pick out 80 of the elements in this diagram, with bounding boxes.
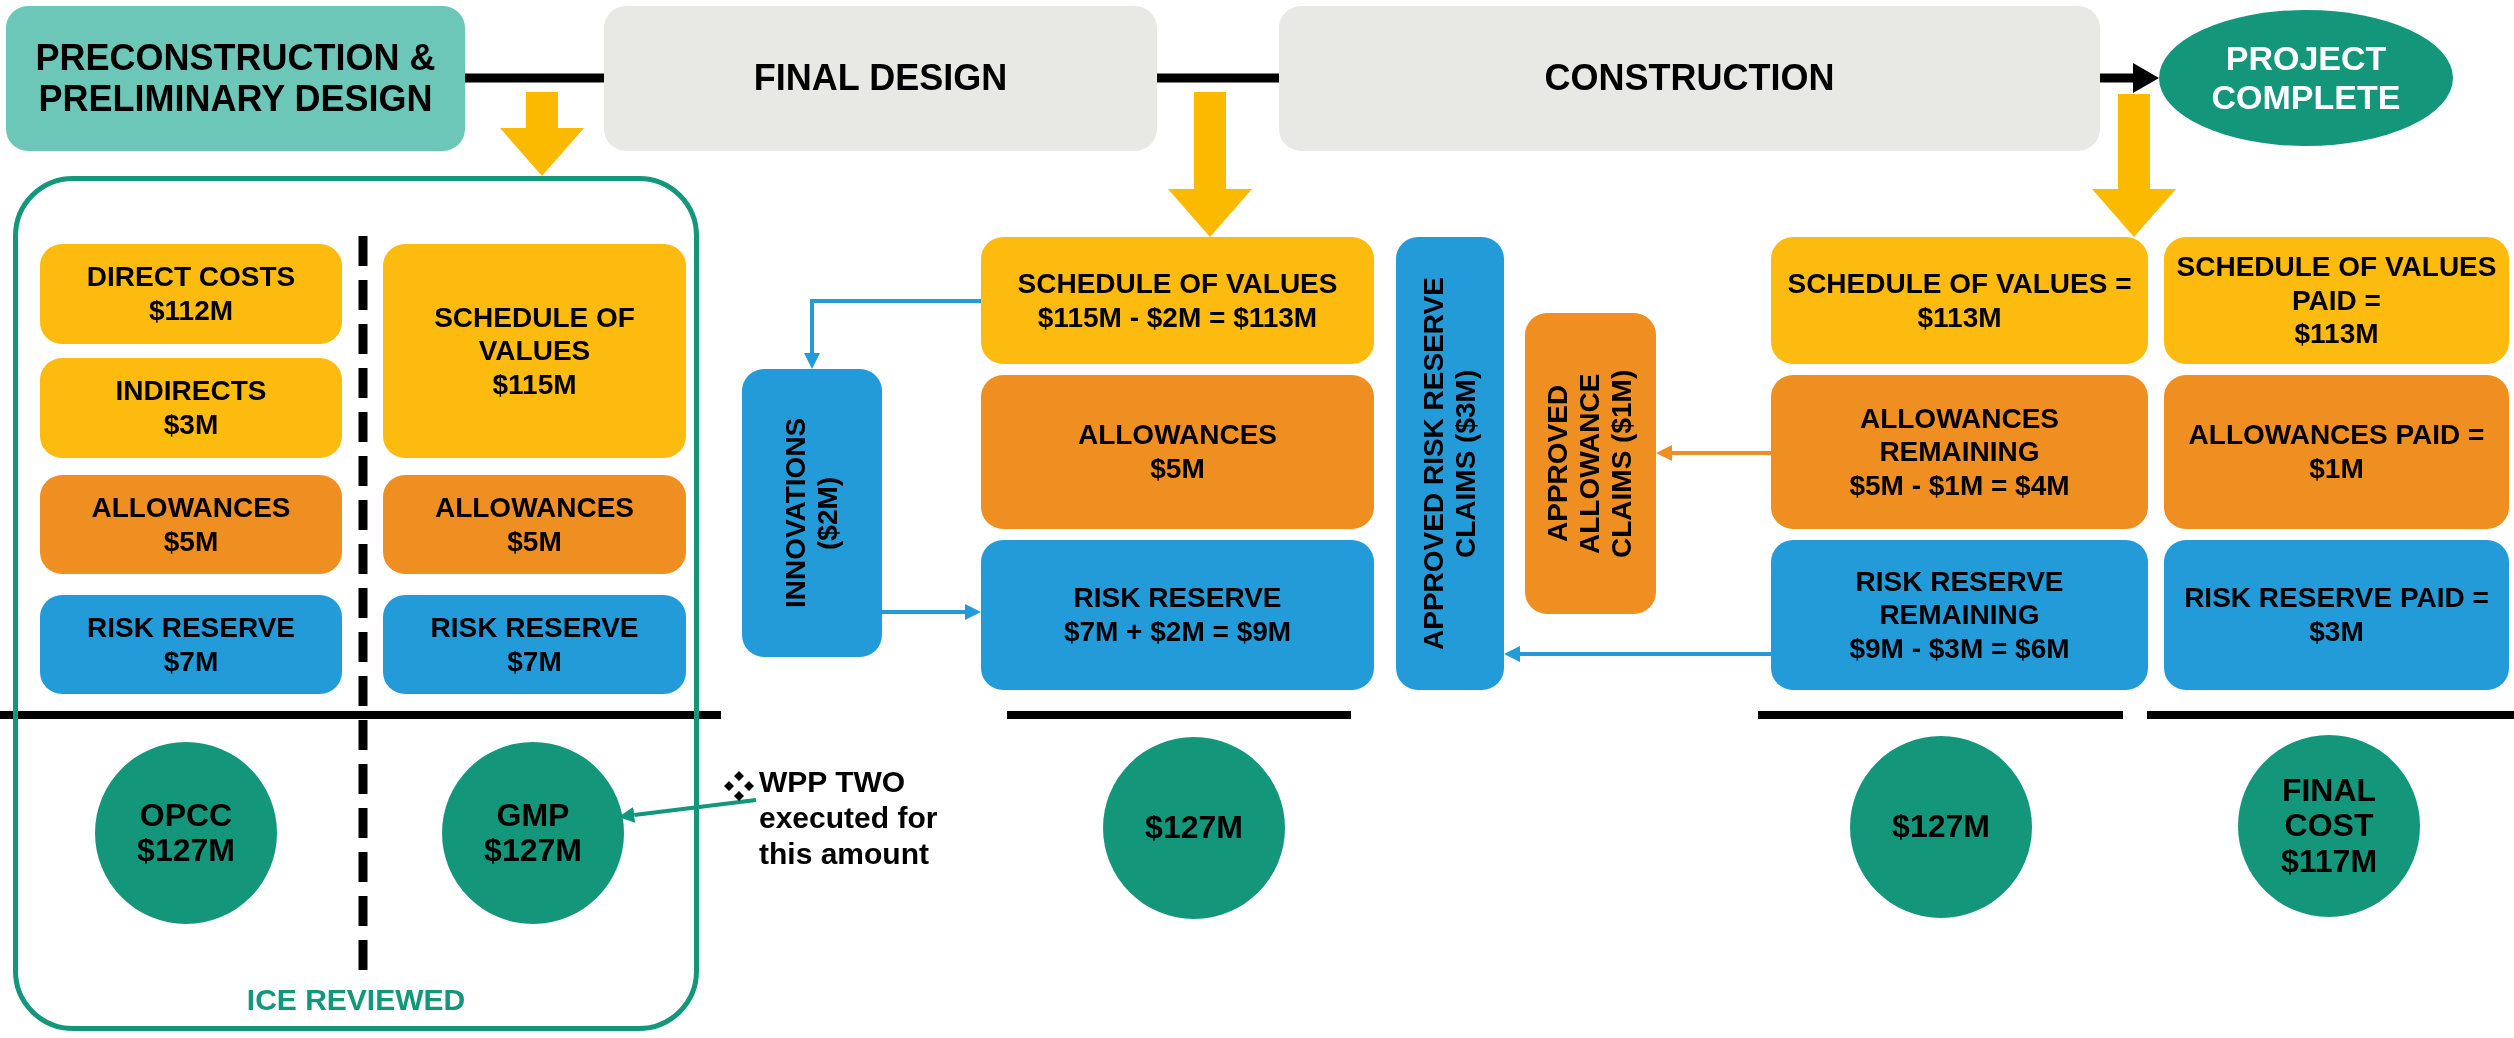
cost-box (1771, 237, 2148, 364)
group-frame (13, 176, 699, 1031)
cost-value: $115M - $2M = $113M (1037, 300, 1318, 335)
cost-label: RISK RESERVE (87, 610, 295, 645)
cost-box (383, 595, 686, 694)
cost-value: $7M + $2M = $9M (1063, 615, 1292, 649)
cost-box (40, 475, 342, 574)
claim-label: INNOVATIONS ($2M) (779, 416, 844, 611)
phase-title: CONSTRUCTION (1544, 58, 1835, 99)
circle-label: $117M (2280, 843, 2378, 879)
phase-box (1279, 6, 2100, 151)
claim-box (1396, 237, 1504, 690)
phase-title: FINAL DESIGN (753, 58, 1008, 99)
cost-value: $112M (148, 294, 234, 328)
cost-value: $7M (507, 644, 562, 679)
cost-label: ALLOWANCES (434, 490, 635, 525)
cost-box (40, 358, 342, 458)
cost-label: RISK RESERVE (1073, 581, 1282, 615)
circle-label: $127M (1145, 810, 1243, 846)
cost-box (981, 540, 1374, 690)
cost-label: SCHEDULE OF VALUES = (1787, 266, 2132, 301)
arrow (1656, 445, 1771, 461)
cost-box (1771, 375, 2148, 529)
circle-label: $127M (484, 833, 582, 869)
arrow (882, 604, 981, 620)
cost-value: $115M (492, 367, 577, 402)
cost-value: $113M (1917, 300, 2002, 335)
cost-label: ALLOWANCES PAID = $1M (2187, 418, 2486, 486)
note-text: WPP TWO executed for this amount (759, 764, 979, 890)
claim-box (742, 369, 882, 657)
cost-value: $5M (507, 524, 562, 559)
cost-label: ALLOWANCES REMAINING (1858, 401, 2061, 469)
cost-box (383, 475, 686, 574)
claim-label: APPROVED ALLOWANCE CLAIMS ($1M) (1542, 368, 1639, 560)
cost-box (2164, 540, 2509, 690)
cost-label: RISK RESERVE REMAINING (1854, 564, 2065, 632)
connector-line (1157, 73, 1279, 83)
cost-value: $9M - $3M = $6M (1849, 631, 2070, 666)
cost-label: SCHEDULE OF VALUES (433, 300, 636, 368)
cost-value: $3M (163, 408, 219, 442)
cost-box (2164, 375, 2509, 529)
cost-label: INDIRECTS (115, 374, 267, 408)
arrow (804, 299, 981, 369)
cost-label: SCHEDULE OF VALUES PAID = (2176, 250, 2497, 318)
cost-value: $113M (2294, 317, 2379, 351)
arrow (500, 92, 584, 176)
group-label: ICE REVIEWED (246, 982, 466, 1018)
phase-box (6, 6, 465, 151)
cost-box (1771, 540, 2148, 690)
cost-box (40, 244, 342, 344)
cost-box (981, 375, 1374, 529)
circle-label: FINAL COST (2280, 773, 2378, 844)
circle-label: $127M (1892, 809, 1990, 845)
arrow (2092, 94, 2176, 237)
cost-value: $5M (163, 524, 219, 559)
arrow (1504, 646, 1771, 662)
circle-label: OPCC (139, 797, 233, 833)
arrow (1168, 92, 1252, 237)
cost-label: DIRECT COSTS (86, 260, 296, 294)
circle-label: $127M (137, 833, 235, 869)
claim-box (1525, 313, 1656, 614)
cost-label: ALLOWANCES (1077, 418, 1278, 452)
cost-label: RISK RESERVE (430, 610, 639, 645)
phase-box (604, 6, 1157, 151)
cost-box (383, 244, 686, 458)
claim-label: APPROVED RISK RESERVE CLAIMS ($3M) (1417, 276, 1482, 652)
cost-label: ALLOWANCES (91, 490, 291, 525)
arrow (2100, 63, 2159, 93)
cost-value: $5M - $1M = $4M (1849, 468, 2070, 503)
cost-box (2164, 237, 2509, 364)
cost-label: SCHEDULE OF VALUES (1017, 266, 1338, 301)
cost-box (40, 595, 342, 694)
phase-title: PRECONSTRUCTION & PRELIMINARY DESIGN (34, 38, 437, 119)
connector-line (465, 73, 604, 83)
circle-label: GMP (496, 797, 570, 833)
cost-value: $5M (1150, 452, 1205, 486)
milestone-title: PROJECT COMPLETE (2210, 38, 2402, 118)
cost-label: RISK RESERVE PAID = $3M (2183, 581, 2490, 649)
cost-value: $7M (163, 644, 219, 679)
cost-box (981, 237, 1374, 364)
